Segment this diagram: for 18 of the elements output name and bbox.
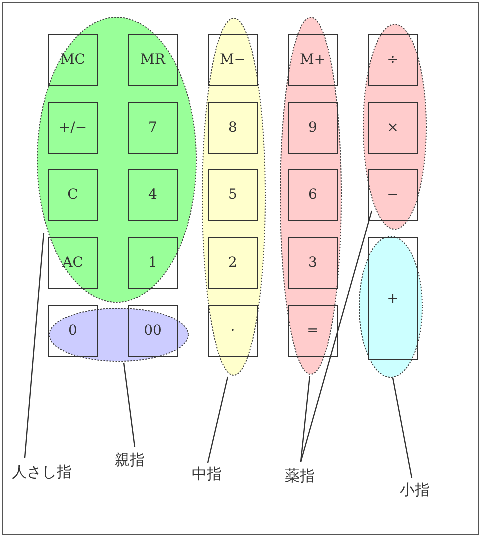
leader-line — [392, 378, 413, 478]
finger-ellipse — [37, 17, 197, 303]
finger-ellipse — [359, 236, 423, 378]
finger-label: 薬指 — [285, 467, 315, 486]
leader-line — [300, 210, 373, 462]
finger-ellipse — [49, 308, 189, 362]
finger-label: 小指 — [400, 481, 430, 500]
calculator-key: 0 — [48, 305, 98, 357]
finger-ellipse — [202, 18, 266, 376]
finger-ellipse — [280, 17, 342, 375]
leader-line — [24, 232, 45, 458]
finger-label: 人さし指 — [12, 463, 72, 482]
leader-line — [123, 362, 136, 448]
finger-ellipse — [363, 24, 427, 230]
leader-line — [207, 376, 229, 464]
finger-label: 中指 — [192, 465, 222, 484]
leader-line — [300, 376, 311, 462]
finger-label: 親指 — [115, 451, 145, 470]
